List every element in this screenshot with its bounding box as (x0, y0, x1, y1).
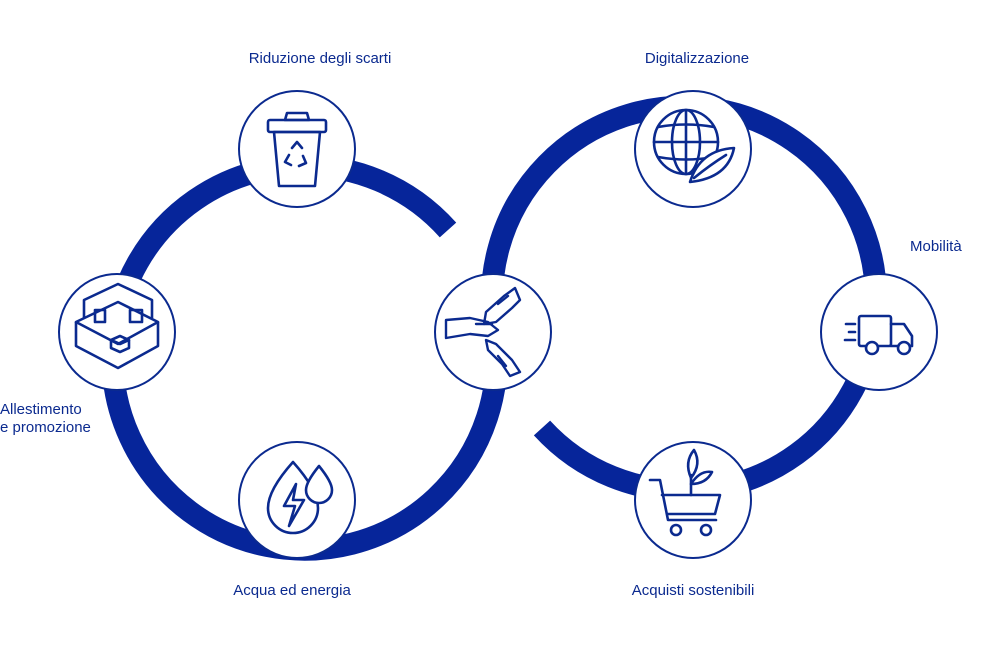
globe-leaf-icon (652, 108, 736, 184)
label-waste-reduction: Riduzione degli scarti (248, 50, 392, 67)
label-sustainable-purchasing: Acquisti sostenibili (631, 582, 755, 599)
label-display-line2: e promozione (0, 419, 91, 436)
joined-hands-icon (444, 286, 522, 378)
label-display-promotion: Allestimento e promozione (0, 401, 91, 437)
label-display-line1: Allestimento (0, 401, 82, 418)
label-mobility: Mobilità (910, 238, 962, 255)
badge-display (58, 273, 176, 391)
room-box-icon (74, 282, 160, 370)
water-energy-drop-icon (266, 460, 334, 535)
badge-mobility (820, 273, 938, 391)
label-digitalization: Digitalizzazione (644, 50, 750, 67)
badge-digital (634, 90, 752, 208)
recycle-bin-icon (266, 111, 328, 188)
badge-collaboration (434, 273, 552, 391)
badge-water-energy (238, 441, 356, 559)
badge-purchasing (634, 441, 752, 559)
badge-waste (238, 90, 356, 208)
label-water-energy: Acqua ed energia (233, 582, 351, 599)
delivery-truck-icon (843, 314, 914, 356)
shopping-cart-plant-icon (648, 448, 722, 537)
